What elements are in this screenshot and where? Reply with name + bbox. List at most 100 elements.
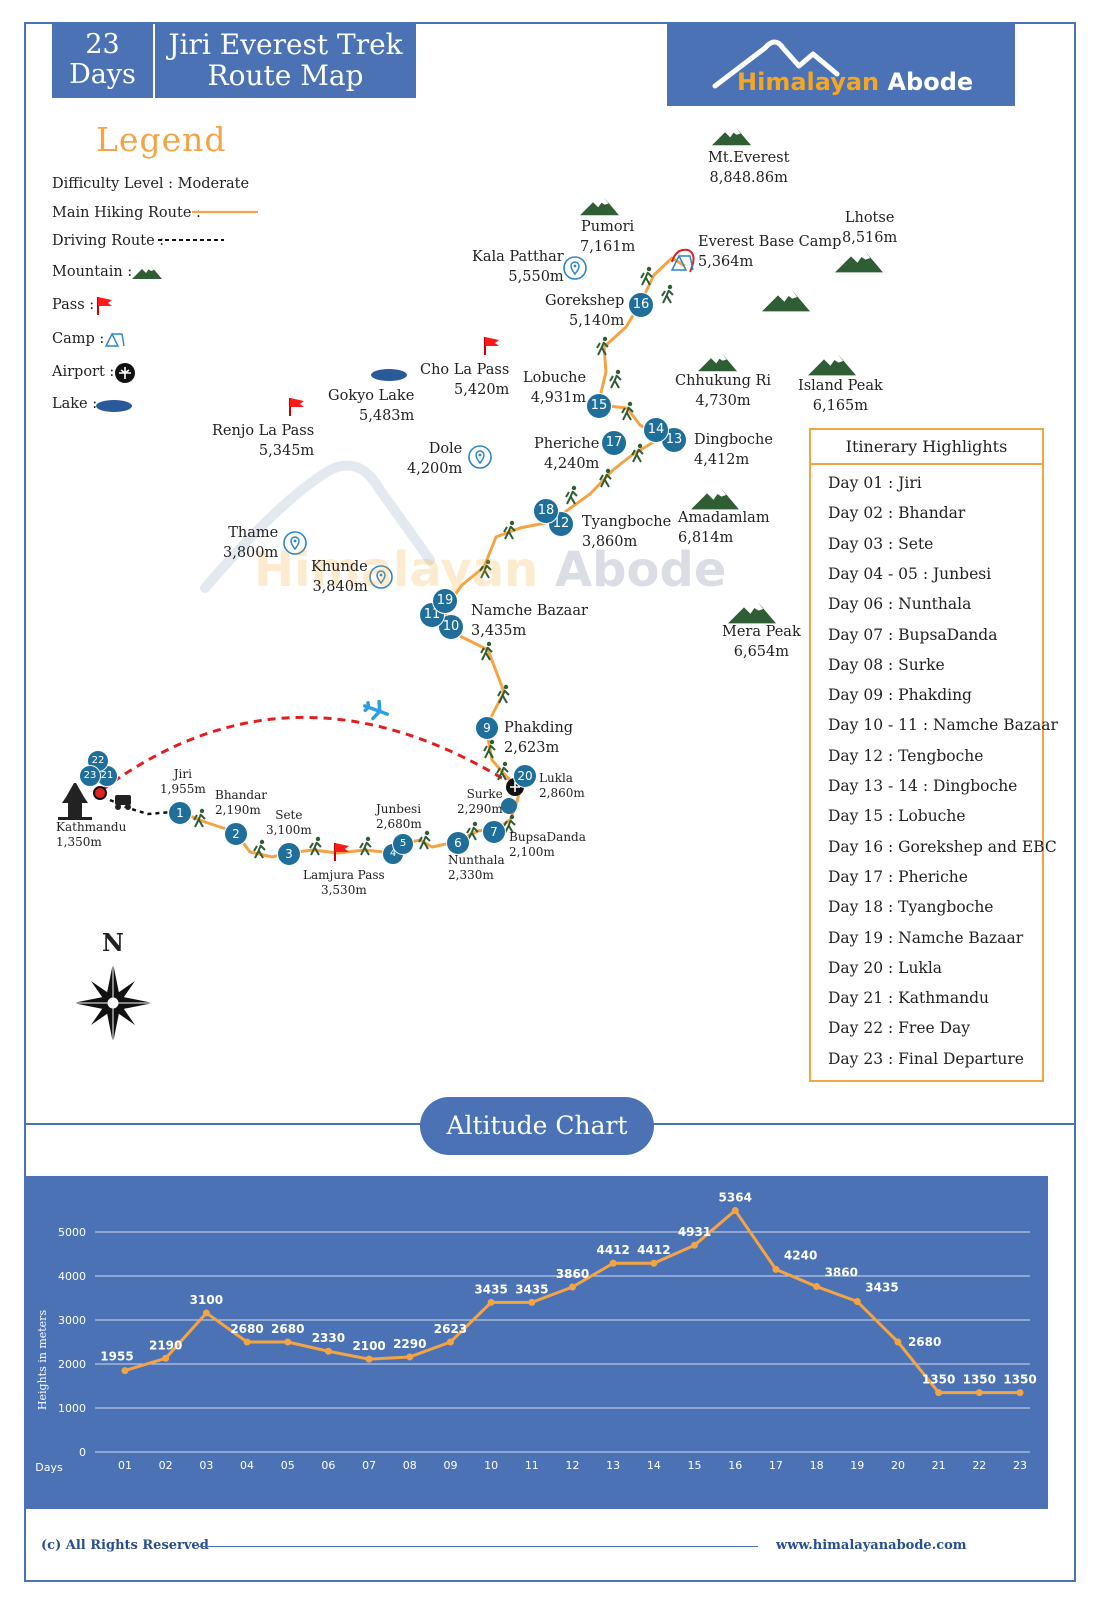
map-label-name: Dole bbox=[428, 441, 463, 457]
pumori-mountain-icon bbox=[580, 198, 619, 216]
watermark-mountain bbox=[200, 460, 435, 593]
map-label: Amadamlam 6,814m bbox=[678, 508, 770, 548]
nuptse-mountain-icon bbox=[761, 290, 810, 312]
lamjura-pass-flag-icon bbox=[334, 842, 350, 862]
renjo-la-pass-flag-icon bbox=[289, 397, 305, 417]
itinerary-item: Day 22 : Free Day bbox=[828, 1019, 971, 1038]
days-number: 23 bbox=[85, 29, 120, 60]
map-label-name: Everest Base Camp bbox=[698, 234, 842, 250]
map-label-altitude: 5,345m bbox=[258, 443, 315, 459]
gokyo-lake-icon bbox=[371, 369, 407, 381]
legend-driving-route: Driving Route : bbox=[52, 233, 165, 249]
map-label-name: Junbesi bbox=[376, 802, 422, 816]
map-label-altitude: 3,860m bbox=[582, 534, 638, 550]
map-label: Phakding 2,623m bbox=[504, 718, 573, 758]
itinerary-item: Day 12 : Tengboche bbox=[828, 746, 984, 765]
route-map bbox=[58, 128, 883, 1043]
day-marker: 14 bbox=[643, 417, 669, 443]
itinerary-item: Day 07 : BupsaDanda bbox=[828, 625, 998, 644]
legend-mountain: Mountain : bbox=[52, 264, 133, 280]
surke-dot bbox=[501, 798, 517, 814]
legend-airport-icon bbox=[115, 363, 135, 383]
map-label-altitude: 5,550m bbox=[508, 269, 564, 285]
altitude-chart-title: Altitude Chart bbox=[420, 1097, 654, 1155]
itinerary-item: Day 09 : Phakding bbox=[828, 686, 972, 705]
legend-lake: Lake : bbox=[52, 396, 98, 412]
itinerary-item: Day 10 - 11 : Namche Bazaar bbox=[828, 716, 1058, 735]
kathmandu-temple-icon bbox=[58, 783, 92, 820]
map-label-name: Lamjura Pass bbox=[303, 868, 385, 882]
chhukung-mountain-icon bbox=[698, 354, 737, 372]
map-label-name: Phakding bbox=[504, 720, 574, 736]
map-label-name: Chhukung Ri bbox=[675, 373, 772, 389]
legend-pass: Pass : bbox=[52, 297, 95, 313]
itinerary-item: Day 19 : Namche Bazaar bbox=[828, 928, 1024, 947]
island-peak-mountain-icon bbox=[808, 354, 856, 376]
day-marker: 9 bbox=[475, 716, 499, 740]
map-label-name: Island Peak bbox=[798, 378, 883, 394]
footer-copyright: (c) All Rights Reserved bbox=[41, 1538, 209, 1553]
map-label-altitude: 6,814m bbox=[678, 530, 734, 546]
map-label-name: Amadamlam bbox=[678, 510, 770, 526]
legend-lake-icon bbox=[96, 400, 132, 412]
compass-north-label: N bbox=[102, 928, 124, 957]
footer-website[interactable]: www.himalayanabode.com bbox=[776, 1538, 967, 1553]
amadamlam-mountain-icon bbox=[691, 488, 740, 510]
map-label-altitude: 5,483m bbox=[359, 408, 415, 424]
map-label-name: Tyangboche bbox=[582, 514, 672, 530]
map-label-name: Bhandar bbox=[215, 788, 268, 802]
altitude-chart-panel bbox=[26, 1176, 1048, 1509]
jeep-icon bbox=[115, 795, 131, 810]
itinerary-item: Day 01 : Jiri bbox=[828, 474, 922, 492]
day-marker: 18 bbox=[533, 498, 559, 524]
map-label-name: Lhotse bbox=[844, 210, 895, 226]
map-label-name: BupsaDanda bbox=[509, 830, 586, 844]
map-label-altitude: 2,860m bbox=[539, 786, 585, 800]
map-label-altitude: 8,848.86m bbox=[709, 170, 788, 186]
day-marker: 17 bbox=[601, 430, 627, 456]
map-label-altitude: 2,290m bbox=[457, 802, 503, 816]
map-label-altitude: 3,800m bbox=[223, 545, 279, 561]
map-label-name: Namche Bazaar bbox=[471, 603, 588, 619]
legend-camp-icon bbox=[104, 332, 125, 347]
itinerary-item: Day 02 : Bhandar bbox=[828, 504, 966, 523]
itinerary-item: Day 17 : Pheriche bbox=[828, 867, 968, 886]
map-label-altitude: 2,623m bbox=[504, 740, 560, 756]
legend-camp: Camp : bbox=[52, 331, 105, 347]
map-label-name: Renjo La Pass bbox=[212, 423, 315, 439]
itinerary-title: Itinerary Highlights bbox=[811, 430, 1042, 465]
day-marker: 6 bbox=[446, 831, 470, 855]
itinerary-item: Day 15 : Lobuche bbox=[828, 807, 966, 826]
map-label-altitude: 3,840m bbox=[312, 579, 368, 595]
map-label-name: Surke bbox=[466, 787, 503, 801]
main-hiking-route bbox=[179, 256, 686, 859]
day-marker: 3 bbox=[277, 842, 301, 866]
day-marker: 16 bbox=[628, 292, 654, 318]
day-marker: 19 bbox=[432, 588, 458, 614]
footer-line bbox=[198, 1546, 758, 1547]
day-marker: 23 bbox=[79, 765, 101, 787]
day-marker: 20 bbox=[513, 764, 537, 788]
map-label-name: Mt.Everest bbox=[708, 150, 790, 166]
map-label-name: Kathmandu bbox=[56, 820, 127, 834]
itinerary-item: Day 13 - 14 : Dingboche bbox=[828, 777, 1018, 795]
day-marker: 15 bbox=[586, 393, 612, 419]
map-label-altitude: 1,350m bbox=[56, 835, 102, 849]
title-line-2: Route Map bbox=[207, 59, 364, 92]
days-word: Days bbox=[69, 59, 136, 90]
itinerary-item: Day 16 : Gorekshep and EBC bbox=[828, 837, 1057, 856]
map-label: Renjo La Pass 5,345m bbox=[212, 421, 314, 461]
lhotse-mountain-icon bbox=[835, 251, 883, 273]
